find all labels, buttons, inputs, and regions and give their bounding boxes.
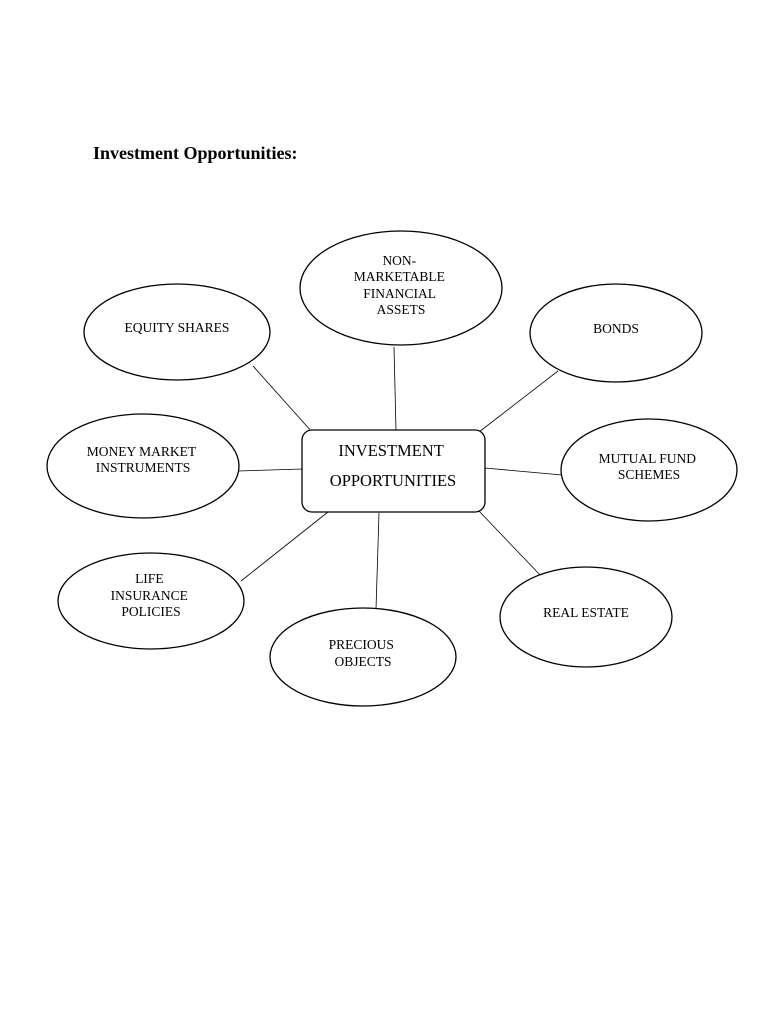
connector-precious-objects	[375, 512, 380, 610]
node-label-line: NON-	[382, 253, 416, 268]
connector-money-market	[237, 468, 303, 472]
node-label-line: BONDS	[593, 321, 639, 336]
connector-real-estate	[477, 509, 543, 578]
node-real-estate: REAL ESTATE	[499, 566, 673, 668]
node-precious-objects: PRECIOUS OBJECTS	[269, 607, 457, 707]
node-ellipse	[46, 413, 240, 519]
node-label: NON- MARKETABLE FINANCIAL ASSETS	[354, 253, 449, 317]
connector-equity-shares	[252, 365, 313, 433]
node-label: PRECIOUS OBJECTS	[329, 637, 398, 669]
node-label-line: INSURANCE	[111, 588, 188, 603]
node-ellipse	[529, 283, 703, 383]
node-label: LIFE INSURANCE POLICIES	[111, 571, 192, 619]
connector-lines	[237, 346, 563, 610]
node-equity-shares: EQUITY SHARES	[83, 283, 271, 381]
connector-life-insurance	[240, 511, 329, 582]
node-bonds: BONDS	[529, 283, 703, 383]
node-label-line: REAL ESTATE	[543, 605, 629, 620]
node-label-line: MARKETABLE	[354, 269, 445, 284]
node-label-line: MONEY MARKET	[87, 444, 197, 459]
node-label: REAL ESTATE	[543, 605, 629, 620]
node-label-line: FINANCIAL	[363, 286, 436, 301]
node-label-line: EQUITY SHARES	[125, 320, 230, 335]
node-ellipse	[83, 283, 271, 381]
node-ellipse	[57, 552, 245, 650]
node-label-line: MUTUAL FUND	[599, 451, 697, 466]
node-mutual-fund-schemes: MUTUAL FUND SCHEMES	[560, 418, 738, 522]
node-label-line: PRECIOUS	[329, 637, 394, 652]
node-label-line: SCHEMES	[618, 467, 680, 482]
connector-mutual-fund	[484, 467, 563, 476]
node-ellipse	[299, 230, 503, 346]
node-label: MONEY MARKET INSTRUMENTS	[87, 444, 200, 475]
node-label-line: POLICIES	[121, 604, 180, 619]
connector-bonds	[478, 370, 559, 433]
node-money-market-instruments: MONEY MARKET INSTRUMENTS	[46, 413, 240, 519]
node-life-insurance-policies: LIFE INSURANCE POLICIES	[57, 552, 245, 650]
center-box	[301, 429, 486, 513]
node-ellipse	[499, 566, 673, 668]
node-label: EQUITY SHARES	[125, 320, 230, 335]
center-label: INVESTMENT OPPORTUNITIES	[330, 441, 456, 490]
node-label-line: ASSETS	[377, 302, 426, 317]
connector-non-marketable	[393, 346, 397, 431]
node-label-line: OBJECTS	[334, 654, 391, 669]
center-label-line: OPPORTUNITIES	[330, 471, 456, 490]
node-ellipse	[269, 607, 457, 707]
page-title: Investment Opportunities:	[93, 143, 298, 163]
node-ellipse	[560, 418, 738, 522]
node-non-marketable-financial-assets: NON- MARKETABLE FINANCIAL ASSETS	[299, 230, 503, 346]
node-label: BONDS	[593, 321, 639, 336]
node-label: MUTUAL FUND SCHEMES	[599, 451, 700, 482]
center-label-line: INVESTMENT	[338, 441, 443, 460]
center-node: INVESTMENT OPPORTUNITIES	[301, 429, 486, 513]
node-label-line: INSTRUMENTS	[96, 460, 191, 475]
node-label-line: LIFE	[135, 571, 164, 586]
